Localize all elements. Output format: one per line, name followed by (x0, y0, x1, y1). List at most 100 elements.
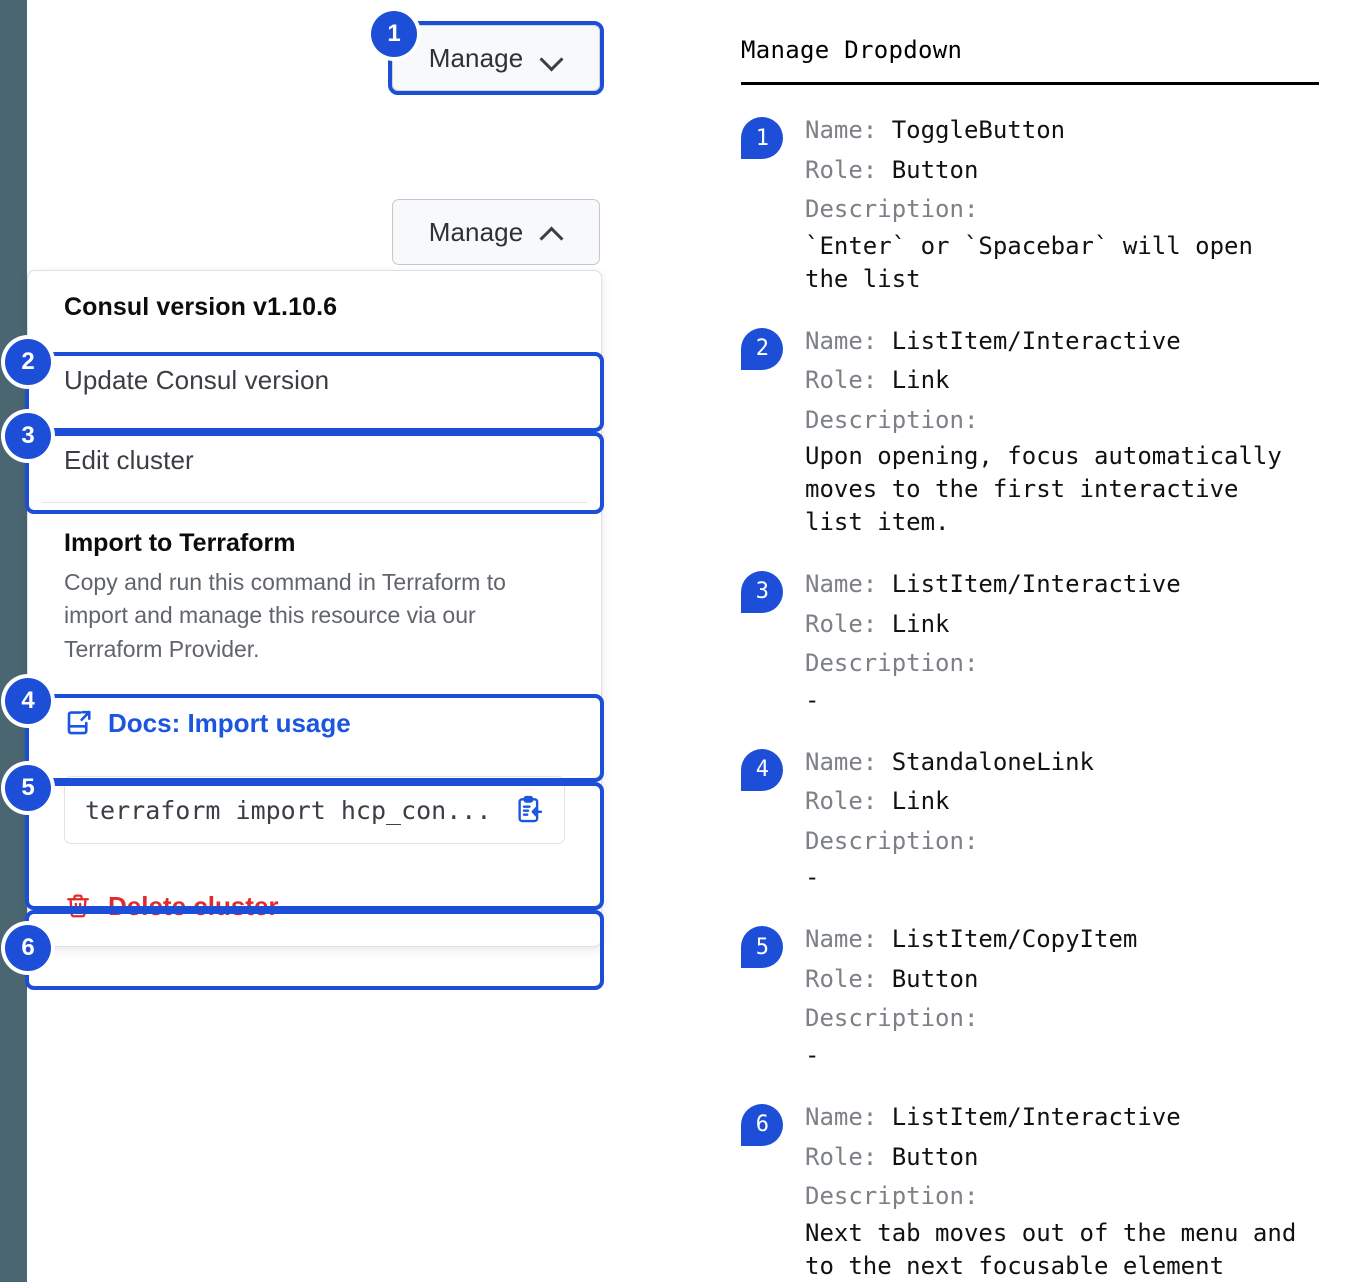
annotation-pin-badge: 2 (741, 327, 783, 370)
annotation-role-label: Role: (805, 1142, 892, 1171)
annotation-pin-number: 3 (755, 579, 769, 605)
chevron-down-icon (541, 47, 563, 69)
annotation-description-label: Description: (805, 405, 979, 434)
consul-version-header: Consul version v1.10.6 (64, 293, 338, 321)
annotation-pin-badge: 4 (741, 748, 783, 791)
trash-icon (64, 892, 92, 920)
annotation-role-value: Link (891, 787, 950, 816)
annotation-pin-badge: 3 (741, 570, 783, 613)
annotation-description-label: Description: (805, 195, 979, 224)
annotation-description-value: - (805, 685, 820, 714)
annotation-role: Role: Button (805, 1138, 1321, 1178)
annotation-role: Role: Button (805, 960, 1321, 1000)
copy-command-wrapper: terraform import hcp_con... (28, 762, 601, 866)
annotation-role-label: Role: (805, 964, 892, 993)
annotation-name-label: Name: (805, 116, 892, 144)
import-to-terraform-description: Copy and run this command in Terraform t… (64, 569, 506, 662)
annotation-role: Role: Link (805, 782, 1321, 822)
manage-toggle-closed-label: Manage (428, 42, 524, 73)
annotation-role-value: Button (891, 155, 979, 184)
annotation-role: Role: Button (805, 151, 1321, 191)
callout-badge-6: 6 (5, 925, 51, 971)
annotation-name: Name: ToggleButton (805, 111, 1321, 151)
annotation-pin-number: 4 (755, 757, 769, 783)
chevron-up-icon (541, 221, 563, 243)
annotation-pin-badge: 6 (741, 1103, 783, 1146)
annotation-name-value: StandaloneLink (891, 747, 1094, 776)
clipboard-copy-icon[interactable] (514, 795, 544, 825)
annotation-description-label: Description: (805, 1182, 979, 1211)
annotation-name-label: Name: (805, 326, 892, 355)
manage-dropdown-panel: Consul version v1.10.6 Update Consul ver… (27, 270, 602, 948)
annotation-role-label: Role: (805, 366, 892, 395)
annotation-description-value: - (805, 1041, 820, 1070)
annotation-pin-number: 6 (755, 1112, 769, 1138)
annotation-name: Name: StandaloneLink (805, 743, 1321, 783)
annotation-pin-number: 1 (755, 125, 769, 151)
annotation-pin-number: 5 (755, 934, 769, 960)
annotation-name-label: Name: (805, 1102, 892, 1131)
annotation-role-label: Role: (805, 155, 892, 184)
annotation-name: Name: ListItem/CopyItem (805, 920, 1321, 960)
docs-import-usage-label: Docs: Import usage (108, 707, 351, 738)
annotation-name-label: Name: (805, 925, 892, 954)
manage-toggle-closed[interactable]: Manage (392, 25, 600, 91)
annotation-role-label: Role: (805, 787, 892, 816)
annotation-description-value: Next tab moves out of the menu and to th… (805, 1218, 1297, 1280)
callout-badge-3: 3 (5, 413, 51, 459)
annotation-pin-badge: 5 (741, 926, 783, 969)
manage-toggle-open-label: Manage (428, 216, 524, 247)
menu-item-update-consul-version[interactable]: Update Consul version (28, 340, 601, 420)
annotation-name-value: ToggleButton (891, 116, 1066, 144)
annotation-description-value: - (805, 863, 820, 892)
annotation-role: Role: Link (805, 361, 1321, 401)
annotations-rule (741, 82, 1319, 85)
annotation-description-value: Upon opening, focus automatically moves … (805, 442, 1282, 537)
annotation-role: Role: Link (805, 605, 1321, 645)
menu-item-update-consul-version-label: Update Consul version (64, 364, 330, 395)
annotation-role-label: Role: (805, 609, 892, 638)
manage-toggle-open[interactable]: Manage (392, 199, 600, 265)
callout-badge-4: 4 (5, 678, 51, 724)
annotation-pin-number: 2 (755, 336, 769, 362)
annotation-description-label: Description: (805, 1004, 979, 1033)
annotation-role-value: Link (891, 609, 950, 638)
annotation-role-value: Link (891, 366, 950, 395)
copy-command-field[interactable]: terraform import hcp_con... (64, 776, 565, 845)
annotation-name-label: Name: (805, 747, 892, 776)
menu-item-edit-cluster-label: Edit cluster (64, 444, 194, 475)
callout-badge-5: 5 (5, 765, 51, 811)
callout-badge-1: 1 (371, 11, 417, 57)
menu-item-delete-cluster[interactable]: Delete cluster (28, 866, 601, 946)
app-left-rail (0, 0, 27, 1282)
annotation-description-label: Description: (805, 649, 979, 678)
annotations-title: Manage Dropdown (741, 36, 963, 64)
menu-item-edit-cluster[interactable]: Edit cluster (28, 420, 601, 500)
external-link-docs-icon (64, 708, 94, 738)
menu-item-delete-cluster-label: Delete cluster (108, 890, 279, 921)
terraform-command-text: terraform import hcp_con... (85, 795, 492, 825)
docs-import-usage-link[interactable]: Docs: Import usage (28, 684, 601, 762)
callout-badge-2: 2 (5, 339, 51, 385)
annotation-name: Name: ListItem/Interactive (805, 1098, 1321, 1138)
annotation-name-value: ListItem/Interactive (891, 569, 1181, 598)
annotation-description-value: `Enter` or `Spacebar` will open the list (805, 231, 1253, 293)
import-to-terraform-title: Import to Terraform (64, 529, 296, 557)
annotation-name-value: ListItem/Interactive (891, 326, 1181, 355)
component-mock: Manage 1 Manage Consul version v1.10.6 U… (0, 0, 700, 1282)
